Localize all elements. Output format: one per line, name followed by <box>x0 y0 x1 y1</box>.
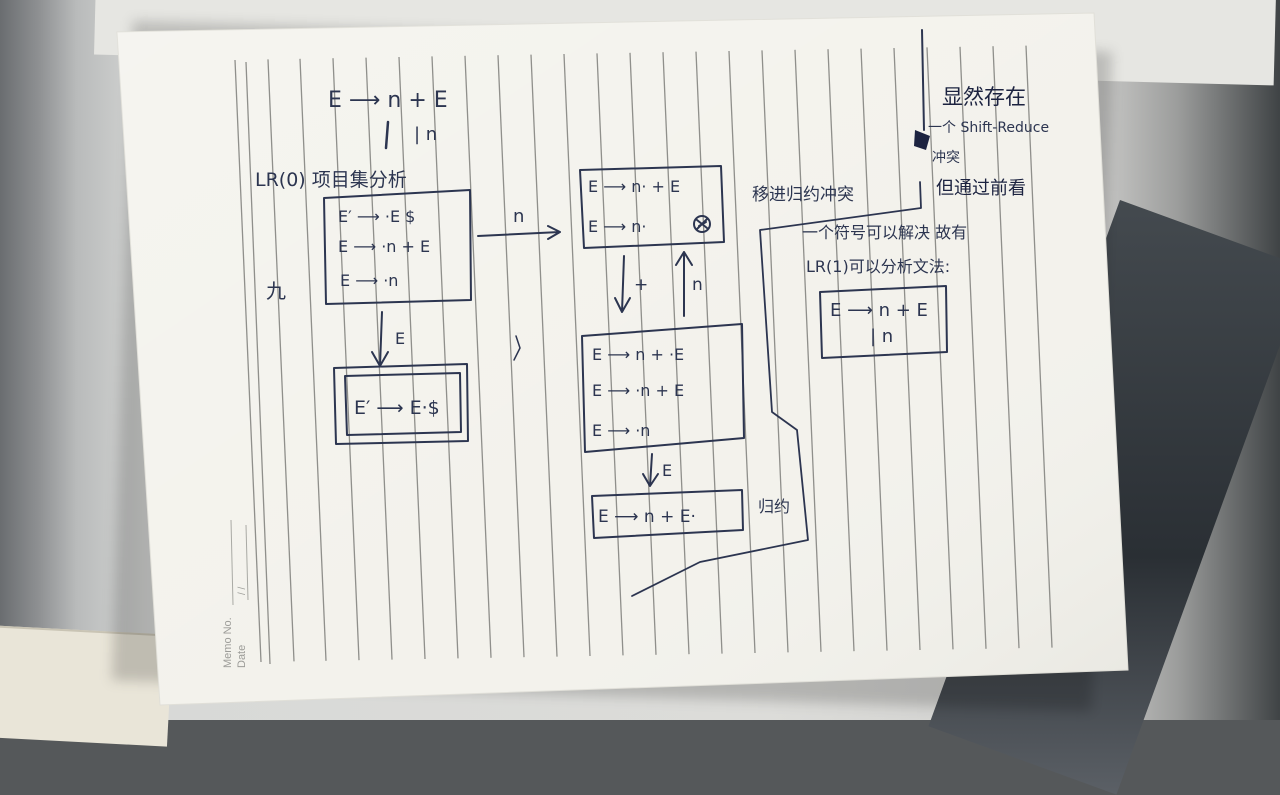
rule-line <box>530 54 558 657</box>
sheet-svg: Memo No. Date / / E ⟶ n + E | n LR(0) 项目… <box>116 12 1129 706</box>
state-plus-box <box>581 323 745 453</box>
side-grammar-2: | n <box>870 326 893 347</box>
grammar-line-2: | n <box>414 124 437 145</box>
state-reduce-item: E ⟶ n + E· <box>598 507 696 527</box>
rule-line <box>431 56 459 659</box>
side-grammar-1: E ⟶ n + E <box>830 300 928 321</box>
rule-line <box>1025 45 1053 648</box>
rule-line <box>596 53 624 656</box>
grammar-line-1: E ⟶ n + E <box>328 88 448 113</box>
rule-line <box>761 50 789 653</box>
bracket-mark <box>513 335 521 361</box>
state-0-item-1: E′ ⟶ ·E $ <box>338 207 415 226</box>
rule-line <box>398 56 426 660</box>
accept-box-inner <box>344 372 462 436</box>
state-n-item-1: E ⟶ n· + E <box>588 177 680 196</box>
edge-n: n <box>513 206 524 227</box>
rule-line <box>464 55 492 658</box>
reduce-label: 归约 <box>758 497 790 516</box>
rule-line <box>267 59 295 662</box>
state-plus-item-1: E ⟶ n + ·E <box>592 345 684 364</box>
side-line-5: LR(1)可以分析文法: <box>806 257 950 276</box>
side-title: 显然存在 <box>942 85 1026 109</box>
memo-label: Memo No. <box>222 617 234 668</box>
rule-line <box>563 53 591 657</box>
accept-box-outer <box>333 363 469 445</box>
conflict-outline <box>631 181 922 597</box>
state-plus-item-3: E ⟶ ·n <box>592 421 650 440</box>
memo-underline <box>230 519 234 606</box>
state-n-box <box>579 165 725 249</box>
accept-state-item: E′ ⟶ E·$ <box>354 397 440 419</box>
edge-n-up: n <box>692 275 703 295</box>
scribble-mark <box>696 218 708 230</box>
rule-line <box>234 59 262 663</box>
rule-line <box>959 46 987 649</box>
state-n-item-2: E ⟶ n· <box>588 217 646 236</box>
rule-line <box>365 57 393 660</box>
edge-e-left: E <box>395 329 405 348</box>
arrow-n-up <box>675 251 693 317</box>
rule-line <box>926 47 954 650</box>
date-label: Date <box>236 645 248 668</box>
paper-shading <box>117 13 1128 705</box>
rule-line <box>629 52 657 655</box>
rule-line <box>497 55 525 658</box>
note-sheet: Memo No. Date / / E ⟶ n + E | n LR(0) 项目… <box>116 12 1129 706</box>
arrow-plus-down <box>614 255 631 313</box>
arrow-down-small <box>384 120 390 150</box>
rule-line <box>662 52 690 655</box>
side-line-3: 但通过前看 <box>936 178 1026 199</box>
margin-scribble: 九 <box>266 279 286 303</box>
arrow-n-right <box>477 225 561 240</box>
state-0-box <box>323 189 472 305</box>
margin-line <box>245 61 271 665</box>
rule-line <box>332 58 360 661</box>
state-0-item-3: E ⟶ ·n <box>340 271 398 290</box>
rule-line <box>299 58 327 661</box>
lr0-heading: LR(0) 项目集分析 <box>255 169 407 191</box>
ink-blot <box>914 130 930 150</box>
arrow-e-right-down <box>642 453 659 487</box>
state-0-item-2: E ⟶ ·n + E <box>338 237 430 256</box>
rule-line <box>695 51 723 654</box>
rule-line <box>794 49 822 652</box>
rule-line <box>992 46 1020 649</box>
rule-line <box>827 49 855 652</box>
date-separators: / / <box>237 586 248 595</box>
side-line-4: 一个符号可以解决 故有 <box>802 223 967 242</box>
conflict-label: 移进归约冲突 <box>752 185 854 205</box>
edge-plus: + <box>634 275 648 295</box>
side-line-1: 一个 Shift-Reduce <box>928 120 1049 136</box>
rule-line <box>893 47 921 651</box>
side-line-2: 冲突 <box>932 150 960 166</box>
rule-line <box>860 48 888 651</box>
state-plus-item-2: E ⟶ ·n + E <box>592 381 684 400</box>
side-grammar-box <box>819 285 948 359</box>
edge-e-right: E <box>662 461 672 480</box>
date-underline <box>245 524 249 601</box>
scribble-circle <box>693 215 711 233</box>
side-divider <box>921 29 925 131</box>
state-reduce-box <box>591 489 744 539</box>
